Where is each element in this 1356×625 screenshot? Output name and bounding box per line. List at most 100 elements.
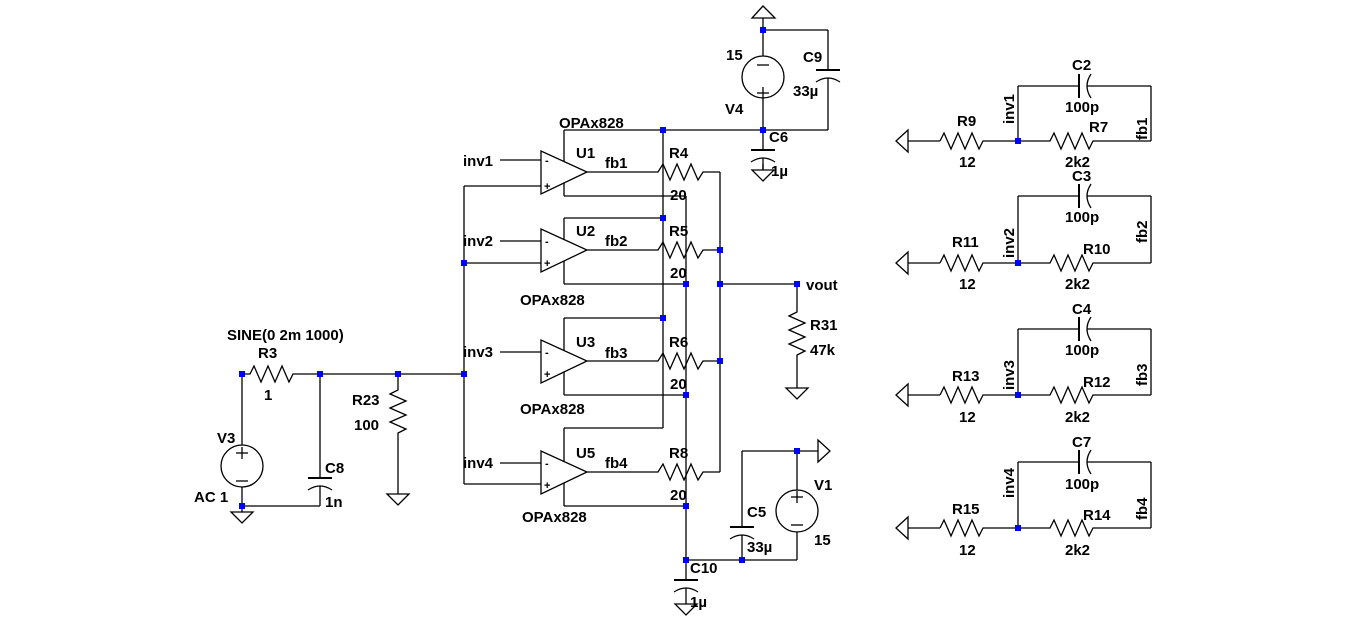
resistor-r5[interactable] — [640, 240, 720, 260]
capacitor-c10[interactable] — [673, 560, 699, 598]
r9-value: 12 — [959, 154, 976, 171]
minus-sign: - — [545, 155, 549, 167]
net-label-fb4: fb4 — [605, 455, 628, 472]
feedback-network-2[interactable] — [895, 183, 1152, 276]
r8-ref: R8 — [669, 445, 688, 462]
capacitor-c5[interactable] — [729, 451, 755, 560]
c3-value: 100p — [1065, 209, 1099, 226]
net-label-inv3: inv3 — [463, 344, 493, 361]
net-label-fb1: fb1 — [1134, 118, 1151, 141]
c4-ref: C4 — [1072, 301, 1092, 318]
opamp-u5[interactable] — [500, 427, 686, 507]
r12-value: 2k2 — [1065, 409, 1090, 426]
c5-ref: C5 — [747, 504, 766, 521]
c10-value: 1µ — [690, 594, 707, 611]
net-label-inv1: inv1 — [463, 153, 493, 170]
r23-ref: R23 — [352, 392, 380, 409]
resistor-r3[interactable] — [242, 364, 320, 384]
c9-value: 33µ — [793, 83, 818, 100]
net-label-fb3: fb3 — [605, 345, 628, 362]
r4-value: 20 — [670, 187, 687, 204]
v3-ref: V3 — [217, 430, 235, 447]
net-label-inv3: inv3 — [1001, 360, 1018, 390]
input-section — [220, 364, 464, 524]
v1-value: 15 — [814, 532, 831, 549]
r15-ref: R15 — [952, 501, 980, 518]
net-label-fb3: fb3 — [1134, 364, 1151, 387]
r15-value: 12 — [959, 542, 976, 559]
r7-ref: R7 — [1089, 119, 1108, 136]
c6-ref: C6 — [769, 129, 788, 146]
r23-value: 100 — [354, 417, 379, 434]
c8-ref: C8 — [325, 460, 344, 477]
resistor-r8[interactable] — [640, 462, 720, 482]
ground-icon — [817, 438, 831, 464]
u1-model: OPAx828 — [559, 115, 624, 132]
r11-ref: R11 — [952, 234, 979, 251]
minus-sign: - — [545, 347, 549, 359]
net-label-inv2: inv2 — [463, 233, 493, 250]
capacitor-c8[interactable] — [307, 374, 333, 506]
r13-value: 12 — [959, 409, 976, 426]
net-label-inv4: inv4 — [463, 455, 494, 472]
c10-ref: C10 — [690, 560, 718, 577]
c6-value: 1µ — [771, 163, 788, 180]
net-label-vout: vout — [806, 277, 838, 294]
junctions — [239, 27, 1021, 563]
r14-value: 2k2 — [1065, 542, 1090, 559]
r4-ref: R4 — [669, 145, 689, 162]
net-label-fb2: fb2 — [1134, 221, 1151, 244]
resistor-r31[interactable] — [787, 284, 807, 382]
capacitor-c9[interactable] — [815, 30, 841, 130]
plus-sign: + — [544, 181, 550, 193]
c7-value: 100p — [1065, 476, 1099, 493]
r12-ref: R12 — [1083, 374, 1111, 391]
ground-icon — [386, 487, 410, 506]
ground-icon — [785, 381, 809, 400]
opamp-u1[interactable] — [500, 130, 686, 197]
resistor-r23[interactable] — [388, 374, 408, 488]
feedback-network-1[interactable] — [895, 73, 1152, 154]
net-label-inv4: inv4 — [1001, 467, 1018, 498]
r5-ref: R5 — [669, 223, 688, 240]
r9-ref: R9 — [957, 113, 976, 130]
net-label-inv2: inv2 — [1001, 228, 1018, 258]
r3-value: 1 — [264, 387, 272, 404]
r5-value: 20 — [670, 265, 687, 282]
r6-value: 20 — [670, 376, 687, 393]
opamp-u3[interactable] — [500, 317, 686, 396]
plus-sign: + — [544, 480, 550, 492]
c9-ref: C9 — [803, 49, 822, 66]
capacitor-c6[interactable] — [750, 130, 776, 170]
c2-value: 100p — [1065, 99, 1099, 116]
net-label-fb4: fb4 — [1134, 497, 1151, 520]
source-v4[interactable] — [741, 5, 785, 130]
feedback-network-3[interactable] — [895, 316, 1152, 408]
source-v1[interactable] — [775, 451, 819, 560]
u2-ref: U2 — [576, 223, 595, 240]
v3-spice-label: SINE(0 2m 1000) — [227, 327, 344, 344]
net-label-inv1: inv1 — [1001, 94, 1018, 124]
v1-ref: V1 — [814, 477, 832, 494]
minus-sign: - — [545, 236, 549, 248]
opamp-u2[interactable] — [500, 217, 686, 285]
r31-ref: R31 — [810, 317, 838, 334]
r7-value: 2k2 — [1065, 154, 1090, 171]
c4-value: 100p — [1065, 342, 1099, 359]
resistor-r6[interactable] — [640, 351, 720, 371]
source-v3[interactable] — [220, 374, 264, 506]
u3-ref: U3 — [576, 334, 595, 351]
v3-value: AC 1 — [194, 489, 228, 506]
plus-sign: + — [544, 369, 550, 381]
r31-value: 47k — [810, 342, 836, 359]
v4-value: 15 — [726, 47, 743, 64]
r10-ref: R10 — [1083, 241, 1111, 258]
u3-model: OPAx828 — [520, 401, 585, 418]
resistor-r4[interactable] — [640, 162, 720, 182]
feedback-network-4[interactable] — [895, 449, 1152, 541]
c5-value: 33µ — [747, 539, 772, 556]
plus-sign: + — [544, 258, 550, 270]
r11-value: 12 — [959, 276, 976, 293]
